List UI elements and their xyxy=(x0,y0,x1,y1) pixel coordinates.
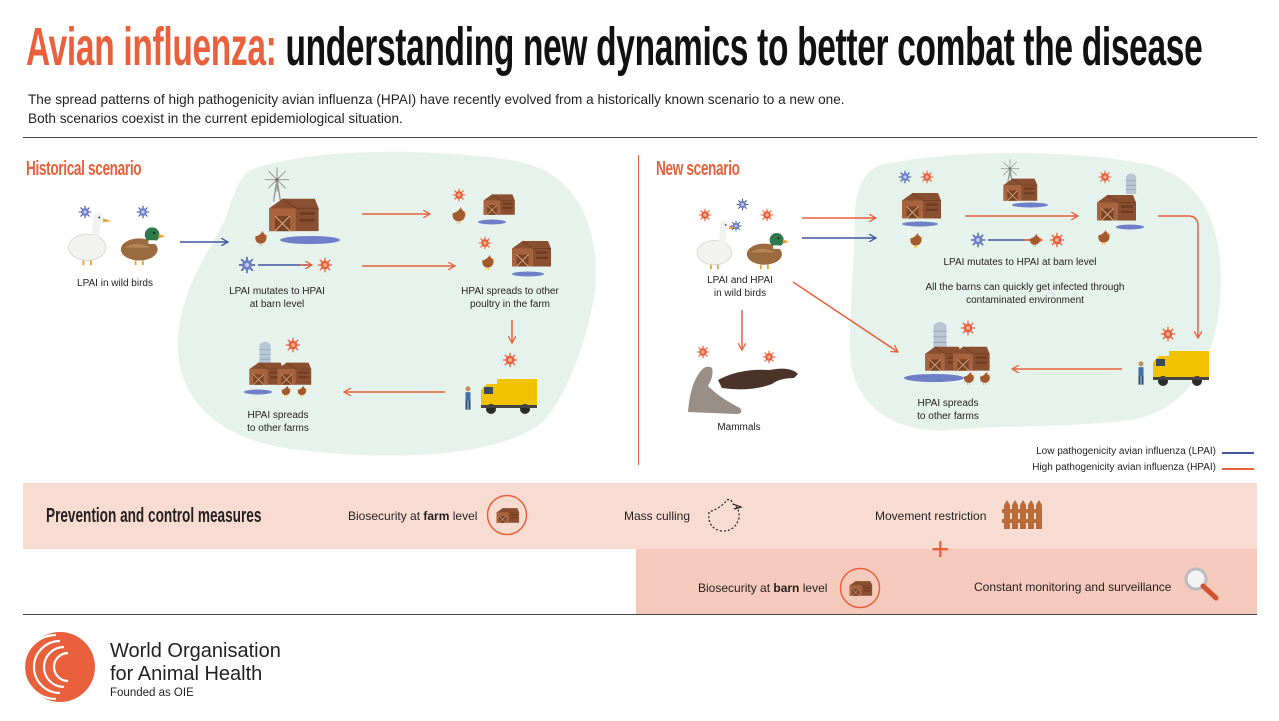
virus-icon xyxy=(1160,326,1176,342)
label-lpai-wild-birds: LPAI in wild birds xyxy=(77,278,153,289)
measure-monitoring: Constant monitoring and surveillance xyxy=(974,580,1172,594)
measure-mass-culling: Mass culling xyxy=(624,509,691,523)
arrow-birds-to-farms xyxy=(792,281,898,352)
org-name: World Organisation for Animal Health xyxy=(110,640,281,686)
magnifier-icon xyxy=(1184,567,1219,601)
scenario-divider xyxy=(638,155,639,465)
woah-logo-icon xyxy=(22,632,95,702)
virus-icon xyxy=(898,170,912,184)
label-spreads-poultry: HPAI spreads to other poultry in the far… xyxy=(440,286,580,311)
measures-band-new xyxy=(636,549,1257,614)
bottom-divider xyxy=(23,614,1257,615)
label-new-wild-birds: LPAI and HPAI in wild birds xyxy=(680,275,800,300)
label-new-barns-line2: contaminated environment xyxy=(966,294,1084,306)
label-spreads-farms-line1: HPAI spreads xyxy=(247,410,309,421)
label-spreads-poultry-line2: poultry in the farm xyxy=(469,298,551,310)
barn-icon xyxy=(952,346,991,372)
measure-movement-restriction: Movement restriction xyxy=(875,509,987,523)
measure-farm-biosecurity: Biosecurity at farm level xyxy=(348,509,477,523)
title-rest: understanding new dynamics to better com… xyxy=(285,17,1203,77)
measure-barn-pre: Biosecurity at xyxy=(698,581,774,595)
label-new-wild-birds-line2: in wild birds xyxy=(713,287,767,299)
label-new-mutates: LPAI mutates to HPAI at barn level xyxy=(943,257,1097,268)
silo-icon xyxy=(932,321,948,348)
legend-hpai-swatch xyxy=(1222,468,1254,470)
label-spreads-farms-historical: HPAI spreads to other farms xyxy=(218,410,338,435)
label-spreads-farms-new: HPAI spreads to other farms xyxy=(888,398,1008,423)
intro-line-1: The spread patterns of high pathogenicit… xyxy=(28,92,845,107)
label-new-wild-birds-line1: LPAI and HPAI xyxy=(707,275,773,286)
measure-farm-post: level xyxy=(449,509,478,523)
virus-icon xyxy=(1098,170,1112,184)
intro-line-2: Both scenarios coexist in the current ep… xyxy=(28,111,403,126)
new-title: New scenario xyxy=(656,158,740,180)
label-new-barns: All the barns can quickly get infected t… xyxy=(895,282,1155,307)
label-spreads-farms-new-line2: to other farms xyxy=(917,410,979,422)
org-name-line1: World Organisation xyxy=(110,640,281,662)
measure-barn-bold: barn xyxy=(773,581,800,595)
puddle-icon xyxy=(280,236,340,244)
fence-icon xyxy=(1002,500,1042,529)
label-mutates-line2: at barn level xyxy=(249,298,305,310)
seal-icon xyxy=(688,366,742,414)
measure-barn-biosecurity: Biosecurity at barn level xyxy=(698,581,827,595)
plus-sign: + xyxy=(931,531,950,567)
virus-icon xyxy=(696,345,710,359)
culled-chicken-icon xyxy=(708,498,743,532)
legend-lpai: Low pathogenicity avian influenza (LPAI) xyxy=(1036,446,1216,457)
label-mutates: LPAI mutates to HPAI at barn level xyxy=(212,286,342,311)
mink-icon xyxy=(718,368,798,390)
measures-title: Prevention and control measures xyxy=(46,505,262,527)
virus-icon xyxy=(970,232,986,248)
label-new-barns-line1: All the barns can quickly get infected t… xyxy=(925,282,1125,293)
label-mutates-line1: LPAI mutates to HPAI xyxy=(229,286,325,297)
virus-icon xyxy=(920,170,934,184)
arrow-barn-to-truck xyxy=(1158,215,1198,338)
barn-icon xyxy=(1002,177,1038,202)
measure-farm-pre: Biosecurity at xyxy=(348,509,424,523)
top-divider xyxy=(23,137,1257,138)
silo-icon xyxy=(1125,173,1137,194)
barn-biosecurity-icon xyxy=(839,567,881,609)
virus-icon xyxy=(730,220,742,232)
barn-icon xyxy=(901,192,942,220)
duck-icon xyxy=(745,232,790,270)
label-spreads-farms-line2: to other farms xyxy=(247,422,309,434)
virus-icon xyxy=(698,208,712,222)
title-accent: Avian influenza: xyxy=(26,17,277,77)
label-mammals: Mammals xyxy=(717,422,761,433)
measures-band-historical xyxy=(23,483,1257,549)
virus-icon xyxy=(960,320,976,336)
goose-icon xyxy=(697,221,737,270)
org-founded: Founded as OIE xyxy=(110,687,194,699)
historical-title: Historical scenario xyxy=(26,158,142,180)
page-title: Avian influenza: understanding new dynam… xyxy=(26,14,1203,80)
legend-lpai-swatch xyxy=(1222,452,1254,454)
farm-biosecurity-icon xyxy=(486,494,528,536)
virus-icon xyxy=(760,208,774,222)
label-spreads-poultry-line1: HPAI spreads to other xyxy=(461,286,559,297)
measure-farm-bold: farm xyxy=(423,509,450,523)
org-name-line2: for Animal Health xyxy=(110,663,263,685)
legend-hpai: High pathogenicity avian influenza (HPAI… xyxy=(1032,462,1216,473)
virus-icon xyxy=(1049,232,1065,248)
virus-icon xyxy=(762,350,776,364)
barn-icon xyxy=(1096,194,1137,222)
measure-barn-post: level xyxy=(799,581,828,595)
virus-icon xyxy=(736,198,749,211)
label-spreads-farms-new-line1: HPAI spreads xyxy=(917,398,979,409)
